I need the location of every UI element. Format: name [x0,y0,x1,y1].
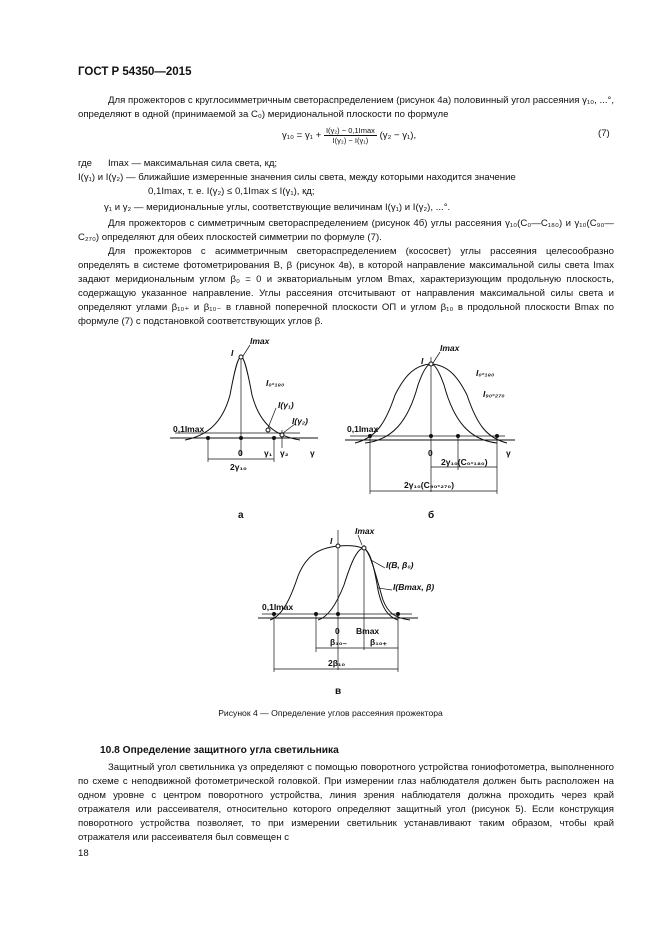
fig-c-letter: в [335,686,341,697]
fig-c-I-label: I [330,536,333,546]
fig-b-w1-label: 2γ₁₀(C₀-₁₈₀) [441,457,488,467]
fig-c-bp-label: β₁₀₊ [370,637,388,647]
fig-c-bm-label: β₁₀₋ [330,637,348,647]
figure-b-drawing [345,351,515,494]
fig-b-g-label: γ [506,448,511,458]
fig-a-curve-label: I₀-₁₈₀ [266,378,285,388]
formula-number: (7) [598,128,610,139]
fig-a-letter: а [238,510,244,521]
fig-b-letter: б [428,509,434,521]
formula-denominator: I(γ₂) − I(γ₁) [332,136,369,145]
fig-c-c1-label: I(B, β₀) [386,560,414,570]
fig-c-bmax-label: Bmax [356,626,379,636]
fig-b-c1-label: I₀-₁₈₀ [476,368,495,378]
section-heading: 10.8 Определение защитного угла светильн… [100,745,339,756]
fig-c-width-label: 2β₁₀ [328,658,345,668]
fig-b-imax-label: Imax [440,343,461,353]
where-intro: где [78,158,93,169]
figure-4: I Imax I₀-₁₈₀ I(γ₁) I(γ₂) 0,1Imax 0 γ₁ γ… [170,336,515,697]
formula-7: γ₁₀ = γ₁ + I(γ₂) − 0,1Imax I(γ₂) − I(γ₁)… [282,126,416,145]
figure-c-drawing [258,530,418,672]
where-line-1: Imax — максимальная сила света, кд; [108,158,278,169]
paragraph-asymmetric: Для прожекторов с асимметричным светорас… [78,246,614,327]
where-line-2: I(γ₁) и I(γ₂) — ближайшие измеренные зна… [78,172,516,183]
document-header: ГОСТ Р 54350—2015 [78,66,192,78]
fig-a-g2-label: γ₂ [280,448,289,458]
fig-b-w2-label: 2γ₁₀(C₉₀-₂₇₀) [404,480,454,490]
fig-a-Ig1-label: I(γ₁) [278,400,294,410]
fig-b-c2-label: I₉₀-₂₇₀ [483,389,505,399]
fig-a-imax-label: Imax [250,336,271,346]
fig-c-c2-label: I(Bmax, β) [393,582,434,592]
where-line-3: 0,1Imax, т. е. I(γ₂) ≤ 0,1Imax ≤ I(γ₁), … [148,186,315,197]
fig-a-level-label: 0,1Imax [173,424,204,434]
fig-a-width-label: 2γ₁₀ [230,462,247,472]
fig-b-level-label: 0,1Imax [347,424,378,434]
fig-a-g1-label: γ₁ [264,448,273,458]
fig-a-Ig2-label: I(γ₂) [292,416,308,426]
fig-a-I-label: I [231,348,234,358]
fig-a-g-label: γ [310,448,315,458]
figure-a-drawing [170,344,318,462]
formula-fraction: I(γ₂) − 0,1Imax I(γ₂) − I(γ₁) [323,126,377,145]
fig-c-imax-label: Imax [355,526,376,536]
fig-b-zero-label: 0 [428,448,433,458]
paragraph-circular: Для прожекторов с круглосимметричным све… [78,95,614,120]
formula-numerator: I(γ₂) − 0,1Imax [323,126,377,136]
paragraph-symmetric: Для прожекторов с симметричным светорасп… [78,218,614,243]
where-line-4: γ₁ и γ₂ — меридиональные углы, соответст… [104,202,451,213]
fig-a-zero-label: 0 [238,448,243,458]
formula-lhs: γ₁₀ = γ₁ + [282,130,322,142]
fig-b-I-label: I [421,356,424,366]
page-number: 18 [78,848,89,859]
formula-rhs: (γ₂ − γ₁), [379,130,417,142]
fig-c-level-label: 0,1Imax [262,602,293,612]
fig-c-zero-label: 0 [335,626,340,636]
paragraph-protective-angle: Защитный угол светильника γз определяют … [78,762,614,843]
figure-caption: Рисунок 4 — Определение углов рассеяния … [218,708,443,718]
